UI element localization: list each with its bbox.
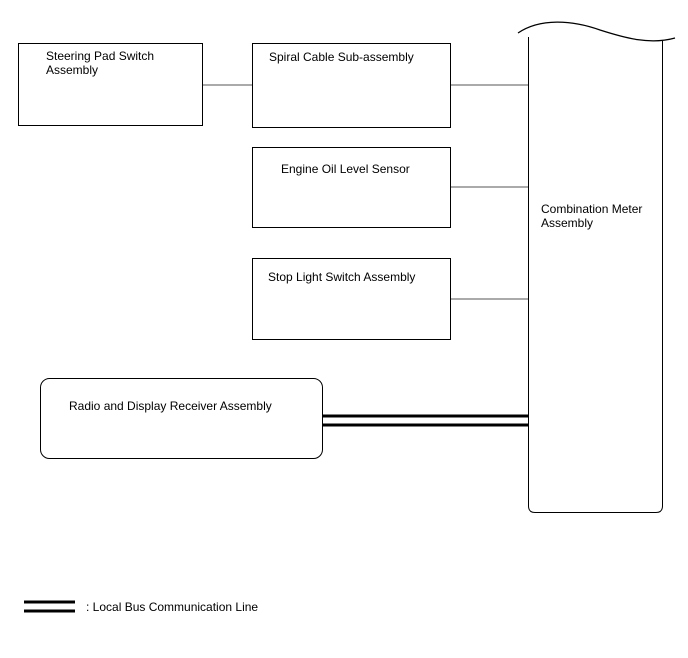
stop-light-switch-box xyxy=(252,258,451,340)
engine-oil-sensor-box xyxy=(252,147,451,228)
radio-receiver-box xyxy=(40,378,323,459)
steering-pad-switch-box xyxy=(18,43,203,126)
combination-meter-label: Combination Meter Assembly xyxy=(541,202,643,230)
steering-pad-switch-label: Steering Pad Switch Assembly xyxy=(46,49,155,77)
legend-local-bus-label: : Local Bus Communication Line xyxy=(86,600,259,614)
radio-receiver-label: Radio and Display Receiver Assembly xyxy=(69,399,272,413)
combination-meter-box xyxy=(528,37,663,513)
stop-light-switch-label: Stop Light Switch Assembly xyxy=(268,270,416,284)
spiral-cable-label: Spiral Cable Sub-assembly xyxy=(269,50,414,64)
engine-oil-sensor-label: Engine Oil Level Sensor xyxy=(281,162,410,176)
combination-meter-break-edge xyxy=(517,21,676,42)
spiral-cable-box xyxy=(252,43,451,128)
